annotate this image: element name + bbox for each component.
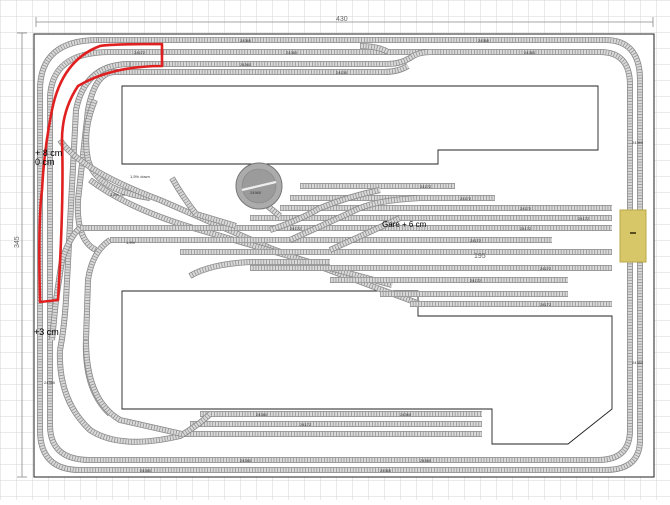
track-bottom-link-2-sleepers <box>83 339 183 437</box>
track-code-label: 24172 <box>520 226 532 231</box>
track-top-inner-bed <box>130 49 431 67</box>
track-code-label: 24360 <box>240 458 252 463</box>
track-ladder-4-sleepers <box>188 259 330 278</box>
track-code-label: 24172 <box>520 206 532 211</box>
slope-up-label: 1,5% up <box>110 192 125 197</box>
track-bottom-link-bed <box>57 349 212 444</box>
track-code-label: 24360 <box>286 50 298 55</box>
track-code-label: 24360 <box>44 380 56 385</box>
track-code-label: 24172 <box>420 184 432 189</box>
track-code-label: 24360 <box>632 140 644 145</box>
track-code-label: 24360 <box>380 468 392 473</box>
tracks <box>37 37 643 473</box>
track-code-label: 24360 <box>478 38 490 43</box>
track-ladder-2-sleepers <box>289 195 421 243</box>
track-outer-loop-bed <box>37 37 643 473</box>
track-code-label: 24172 <box>540 302 552 307</box>
track-code-label: 24172 <box>470 238 482 243</box>
width-dimension-label: 430 <box>336 16 348 23</box>
track-code-label: 24360 <box>420 458 432 463</box>
track-code-label: 24172 <box>578 216 590 221</box>
track-top-inner-2-sleepers <box>115 64 410 75</box>
height-dimension-label: 345 <box>14 236 21 248</box>
track-helix-b-sleepers <box>75 69 116 252</box>
track-code-label: 24172 <box>290 226 302 231</box>
track-code-label: 24172 <box>460 196 472 201</box>
building-area-top <box>121 85 599 165</box>
track-helix-a-sleepers <box>57 61 131 351</box>
track-ladder-1-bed <box>269 187 381 233</box>
track-code-label: 24172 <box>540 266 552 271</box>
level-label-top: + 8 cm <box>35 148 63 158</box>
station-label: Gare + 6 cm <box>382 220 427 229</box>
track-code-label: 24172 <box>134 50 146 55</box>
track-diagonal-2-sleepers <box>88 178 393 288</box>
level-label-left-low: +3 cm <box>34 327 59 337</box>
track-code-label: 24360 <box>140 468 152 473</box>
turntable <box>235 162 283 210</box>
track-top-spur-bed <box>359 43 390 54</box>
highlighted-route <box>38 42 164 304</box>
track-code-label: 24360 <box>240 38 252 43</box>
slope-down-label: 1,5% down <box>130 174 150 179</box>
track-code-label: 24172 <box>470 278 482 283</box>
track-code-label: 24360 <box>256 412 268 417</box>
slope-small-label: 1,5% <box>126 240 136 245</box>
track-code-label: 24360 <box>632 360 644 365</box>
track-turntable-spur-1-bed <box>170 176 237 229</box>
level-label-zero: 0 cm <box>35 157 55 167</box>
turntable-code-label: 24960 <box>250 190 262 195</box>
track-code-label: 24360 <box>400 412 412 417</box>
track-helix-c-sleepers <box>83 99 151 201</box>
station-length-label: 195 <box>474 253 486 260</box>
track-code-label: 24172 <box>300 422 312 427</box>
track-second-loop-bed <box>47 49 633 463</box>
track-code-label: 24360 <box>240 62 252 67</box>
track-code-label: 24130 <box>336 70 348 75</box>
track-ladder-3-sleepers <box>329 216 401 253</box>
track-code-label: 24360 <box>524 50 536 55</box>
level-crossing <box>619 209 647 263</box>
